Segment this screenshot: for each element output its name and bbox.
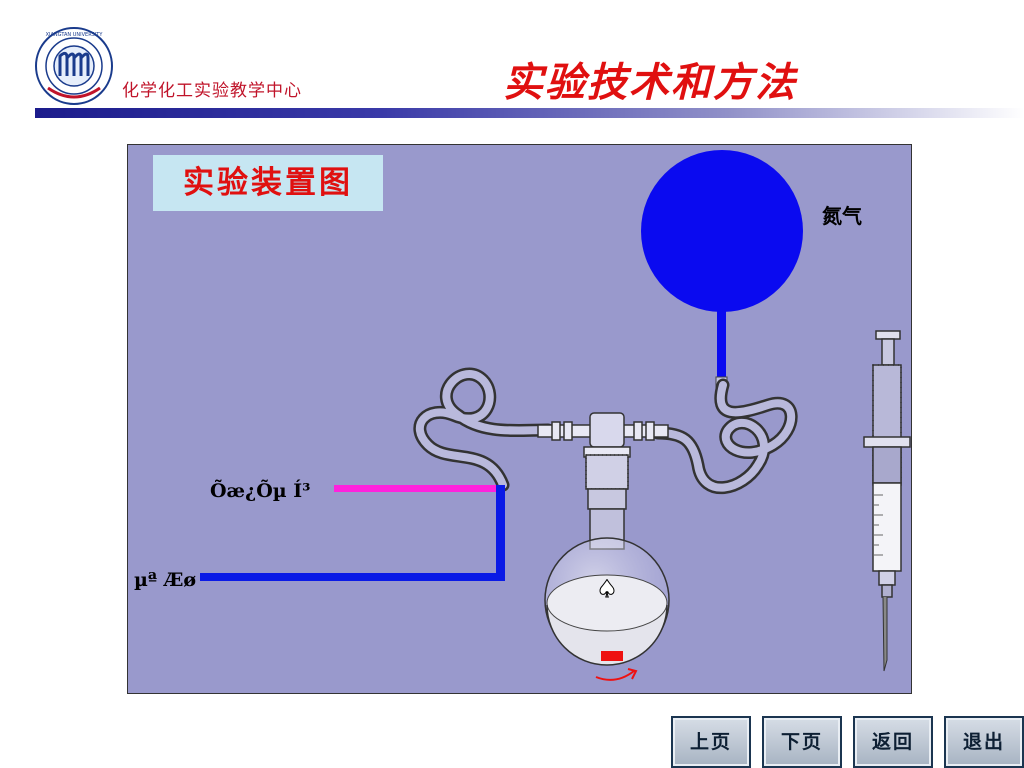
diagram-panel: 氮气	[127, 144, 912, 694]
page-title: 实验技术和方法	[503, 59, 797, 106]
back-button[interactable]: 返回	[853, 716, 933, 768]
logo-text: XIANGTAN UNIVERSITY	[46, 32, 104, 38]
stir-arrow	[595, 670, 635, 681]
round-bottom-flask: ♠	[544, 537, 670, 681]
spade-icon: ♠	[596, 575, 618, 603]
nitrogen-label: 氮气	[822, 204, 862, 228]
three-way-stopcock	[537, 412, 669, 458]
apparatus-diagram: 氮气	[134, 150, 911, 681]
blue-gas-pipe	[200, 573, 505, 581]
header-org-name: 化学化工实验教学中心	[122, 81, 302, 101]
pipe-label-upper: Õæ¿Õµ Í³	[210, 479, 311, 502]
stir-bar	[601, 651, 623, 661]
prev-page-button[interactable]: 上页	[671, 716, 751, 768]
magenta-pipe	[334, 485, 502, 492]
vertical-blue-pipe	[496, 485, 505, 580]
navigation-bar: 上页 下页 返回 退出	[671, 716, 1024, 768]
left-rubber-tube	[413, 367, 555, 492]
pipe-label-lower: µª Æø	[134, 569, 196, 591]
diagram-title: 实验装置图	[153, 155, 383, 211]
syringe	[863, 330, 911, 672]
nitrogen-balloon	[641, 150, 803, 392]
right-rubber-tube	[651, 378, 798, 495]
exit-button[interactable]: 退出	[944, 716, 1024, 768]
next-page-button[interactable]: 下页	[762, 716, 842, 768]
flask-neck	[585, 454, 629, 550]
university-logo: XIANGTAN UNIVERSITY	[35, 27, 113, 105]
header-rule	[35, 108, 1024, 118]
